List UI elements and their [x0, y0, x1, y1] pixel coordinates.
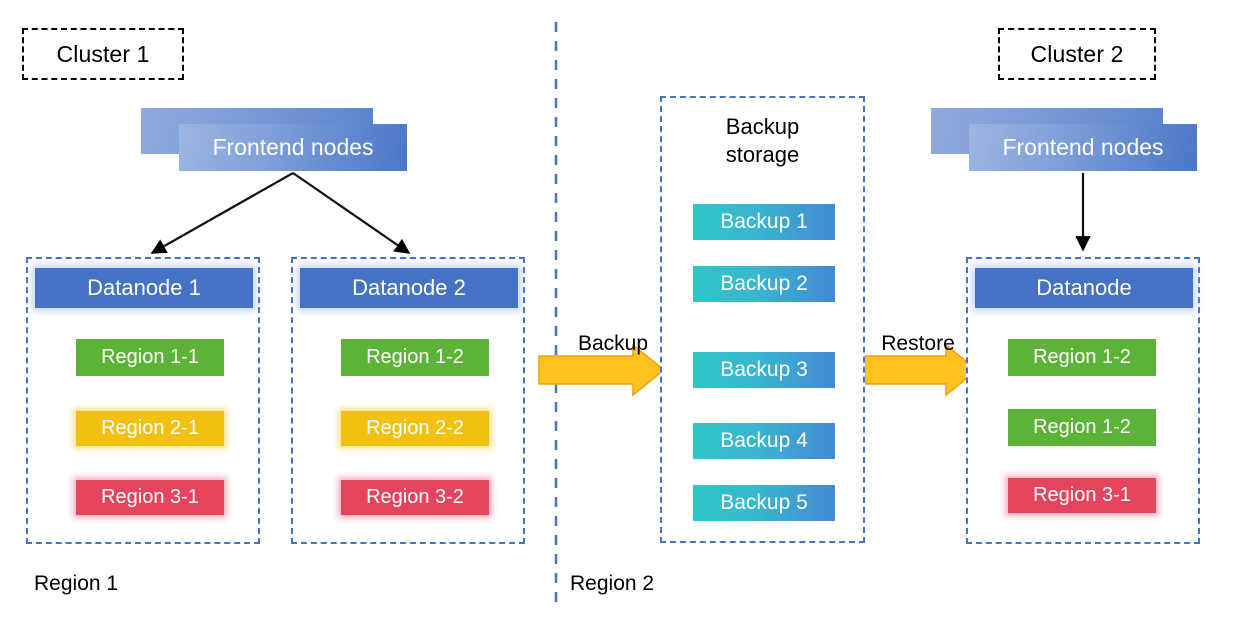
datanode-1-region-3: Region 3-1 [76, 480, 224, 515]
datanode-1-header: Datanode 1 [35, 268, 253, 308]
cluster-2-label: Cluster 2 [1030, 40, 1124, 67]
restore-flow-label: Restore [881, 332, 955, 355]
datanode-1-container: Datanode 1 Region 1-1 Region 2-1 Region … [26, 257, 260, 544]
region-1-label: Region 1 [34, 572, 119, 595]
restore-arrow-icon [851, 343, 979, 397]
datanode-restored-container: Datanode Region 1-2 Region 1-2 Region 3-… [966, 257, 1200, 544]
datanode-2-region-2-label: Region 2-2 [366, 417, 464, 439]
backup-item-1-label: Backup 1 [720, 210, 808, 233]
datanode-1-region-2-label: Region 2-1 [101, 417, 199, 439]
datanode-restored-header-label: Datanode [1036, 275, 1132, 300]
backup-item-1: Backup 1 [693, 204, 835, 240]
backup-storage-container: Backup storage Backup 1 Backup 2 Backup … [660, 96, 865, 543]
datanode-1-region-2: Region 2-1 [76, 411, 224, 446]
connector-frontend-to-datanode-2 [292, 172, 411, 254]
datanode-2-region-1-label: Region 1-2 [366, 346, 464, 368]
backup-item-4: Backup 4 [693, 423, 835, 459]
datanode-2-header-label: Datanode 2 [352, 275, 466, 300]
backup-item-5: Backup 5 [693, 485, 835, 521]
datanode-restored-region-2: Region 1-2 [1008, 409, 1156, 446]
backup-item-2: Backup 2 [693, 266, 835, 302]
backup-item-4-label: Backup 4 [720, 429, 808, 452]
datanode-restored-region-3-label: Region 3-1 [1033, 484, 1131, 506]
backup-item-5-label: Backup 5 [720, 491, 808, 514]
datanode-restored-region-1: Region 1-2 [1008, 339, 1156, 376]
datanode-1-region-1-label: Region 1-1 [101, 346, 199, 368]
datanode-restored-region-3: Region 3-1 [1008, 478, 1156, 513]
cluster-1-chip: Cluster 1 [22, 28, 184, 80]
backup-item-2-label: Backup 2 [720, 272, 808, 295]
backup-item-3: Backup 3 [693, 352, 835, 388]
datanode-2-region-3: Region 3-2 [341, 480, 489, 515]
datanode-restored-region-2-label: Region 1-2 [1033, 416, 1131, 438]
datanode-restored-region-1-label: Region 1-2 [1033, 346, 1131, 368]
datanode-2-header: Datanode 2 [300, 268, 518, 308]
datanode-2-region-3-label: Region 3-2 [366, 486, 464, 508]
backup-item-3-label: Backup 3 [720, 358, 808, 381]
datanode-2-container: Datanode 2 Region 1-2 Region 2-2 Region … [291, 257, 525, 544]
region-2-label: Region 2 [570, 572, 655, 595]
datanode-restored-header: Datanode [975, 268, 1193, 308]
datanode-1-header-label: Datanode 1 [87, 275, 201, 300]
backup-storage-title: Backup storage [662, 113, 863, 168]
backup-storage-title-line-2: storage [725, 141, 800, 167]
cluster-1-label: Cluster 1 [56, 40, 150, 67]
datanode-1-region-3-label: Region 3-1 [101, 486, 199, 508]
backup-flow-label: Backup [577, 332, 649, 355]
datanode-1-region-1: Region 1-1 [76, 339, 224, 376]
datanode-2-region-1: Region 1-2 [341, 339, 489, 376]
datanode-2-region-2: Region 2-2 [341, 411, 489, 446]
connector-frontend-to-datanode-1 [150, 172, 294, 254]
backup-storage-title-line-1: Backup [725, 114, 800, 139]
cluster-2-chip: Cluster 2 [998, 28, 1156, 80]
backup-arrow-icon [538, 343, 666, 397]
